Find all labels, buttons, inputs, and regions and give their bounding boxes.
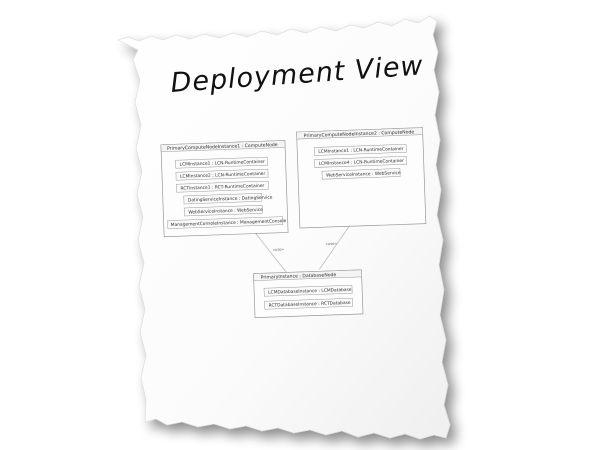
instance-label: ManagementConsoleInstance : ManagementCo…	[171, 218, 287, 228]
node-primary-compute-1: PrimaryComputeNodeInstance1 : ComputeNod…	[160, 140, 289, 238]
instance-label: LCMInstance2 : LCN-RuntimeContainer	[180, 171, 266, 180]
instance-label: RCTDatabaseInstance : RCTDatabase	[269, 300, 351, 309]
instance-label: LCMDatabaseInstance : LCMDatabase	[268, 287, 352, 296]
instance-label: WebServiceInstance : WebService	[188, 207, 263, 216]
instance-label: DatingServiceInstance : DatingService	[188, 195, 273, 204]
instance-label: LCMInstance1 : LCN-RuntimeContainer	[318, 146, 404, 155]
edge-node1-to-db	[254, 232, 287, 273]
deployment-diagram: «use» «use» PrimaryComputeNodeInstance1 …	[160, 127, 427, 318]
node-title: PrimaryInstance : DatabaseNode	[261, 272, 337, 281]
node-database: PrimaryInstance : DatabaseNode LCMDataba…	[253, 269, 364, 318]
edge-label-2: «use»	[325, 241, 337, 246]
instance-label: LCMInstance4 : LCN-RuntimeContainer	[319, 158, 405, 167]
instance-label: LCMInstance1 : LCN-RuntimeContainer	[180, 159, 266, 168]
node-primary-compute-2: PrimaryComputeNodeInstance2 : ComputeNod…	[296, 127, 427, 229]
node-title: PrimaryComputeNodeInstance1 : ComputeNod…	[167, 142, 278, 152]
instance-label: RCTInstance1 : RCT-RuntimeContainer	[180, 183, 264, 192]
edge-node2-to-db	[319, 225, 351, 270]
instance-label: WebServiceInstance : WebService	[326, 170, 401, 179]
edge-label-1: «use»	[273, 247, 285, 252]
node-title: PrimaryComputeNodeInstance2 : ComputeNod…	[304, 129, 415, 139]
